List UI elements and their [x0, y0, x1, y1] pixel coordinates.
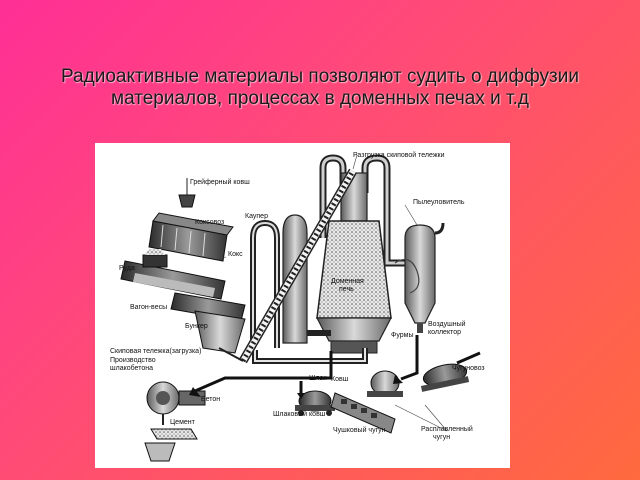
label-grab-bucket: Грейферный ковш: [190, 179, 250, 186]
label-coke: Кокс: [228, 251, 243, 258]
label-slag-ladle: Шлаковый ковш: [273, 411, 326, 418]
label-coke-oven: Коксовоз: [195, 219, 225, 226]
concrete-blocks: [150, 428, 198, 440]
label-blast-furnace-2: печь: [339, 286, 354, 293]
label-leader-lines: [218, 154, 448, 432]
slag-ladle-car: [295, 390, 335, 416]
label-pig-iron-carrier: Чугуновоз: [452, 365, 485, 372]
pig-iron-carrier: [420, 363, 470, 392]
slide-title: Радиоактивные материалы позволяют судить…: [61, 66, 579, 109]
cement-hopper: [144, 442, 176, 462]
pig-casting-conveyor: [330, 392, 396, 434]
label-ladle: Ковш: [331, 376, 349, 383]
label-skip-car: Скиповая тележка(загрузка): [110, 348, 202, 355]
slag-concrete-machine: [146, 381, 206, 425]
ore-wagon: [142, 249, 168, 268]
label-dust-catcher: Пылеуловитель: [413, 199, 465, 206]
label-air-collector: Воздушный: [428, 321, 466, 328]
label-tuyeres: Фурмы: [391, 332, 414, 339]
label-molten-iron-2: чугун: [433, 434, 451, 441]
label-skip-unload: Разгрузка скиповой тележки: [353, 152, 445, 159]
dust-catcher-duct: [394, 258, 420, 294]
label-air-collector-2: коллектор: [428, 329, 461, 336]
dust-catcher: [404, 222, 445, 333]
label-slag: Шлак: [309, 375, 327, 382]
blast-furnace-diagram: Разгрузка скиповой тележки Грейферный ко…: [95, 143, 510, 468]
label-wagon-scales: Вагон-весы: [130, 304, 168, 311]
grab-bucket: [178, 178, 196, 208]
label-blast-furnace: Доменная: [331, 278, 364, 285]
label-slag-concrete: Производство: [110, 357, 156, 364]
label-cowper: Каупер: [245, 213, 268, 220]
label-cement: Цемент: [170, 419, 195, 426]
bunker: [194, 310, 246, 362]
label-pig-iron: Чушковый чугун: [333, 427, 386, 434]
label-slag-concrete-2: шлакобетона: [110, 365, 153, 372]
label-concrete: Бетон: [201, 396, 221, 403]
skip-hoist-incline: [239, 168, 357, 364]
diagram-drawing: [120, 154, 481, 462]
label-bunker: Бункер: [185, 323, 208, 330]
coke-oven: [148, 212, 234, 262]
flow-arrowheads: [189, 375, 403, 399]
flow-arrows: [194, 335, 481, 393]
blast-furnace: [316, 172, 392, 354]
label-molten-iron: Расплавленный: [421, 426, 473, 433]
iron-ladle-car: [367, 370, 403, 397]
coke-conveyor: [120, 260, 226, 300]
label-ore: Руда: [119, 265, 135, 272]
